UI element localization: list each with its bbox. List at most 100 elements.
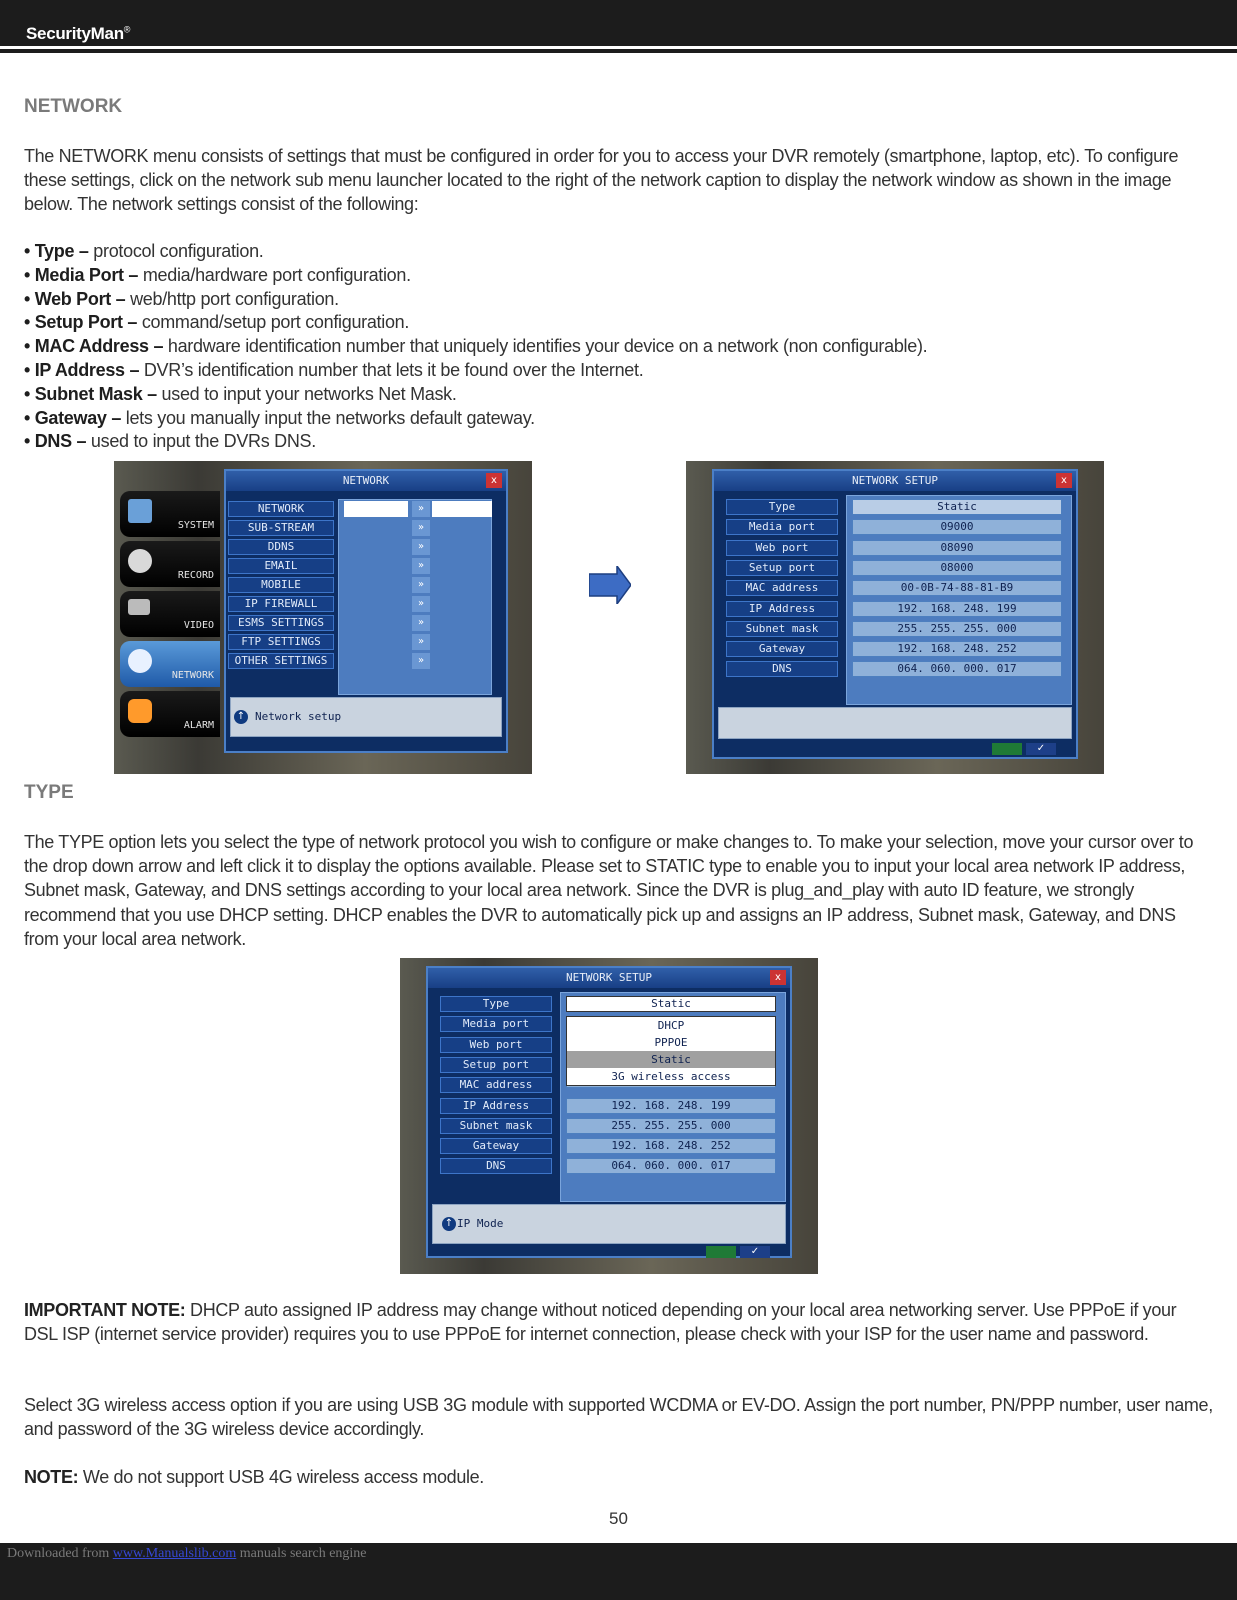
submenu-launcher-icon[interactable]: » <box>412 634 430 650</box>
highlight-cell <box>432 501 492 517</box>
field-label: IP Address <box>440 1097 552 1114</box>
type-option[interactable]: Static <box>567 1051 775 1068</box>
submenu-launcher-icon[interactable]: » <box>412 539 430 555</box>
menu-item[interactable]: IP FIREWALL <box>228 596 334 612</box>
field-value[interactable]: 192. 168. 248. 252 <box>566 1138 776 1155</box>
field-label: Gateway <box>726 641 838 658</box>
field-label: Media port <box>440 1016 552 1033</box>
settings-list-item: • Type – protocol configuration. <box>24 241 264 261</box>
settings-list-item: • DNS – used to input the DVRs DNS. <box>24 431 316 452</box>
menu-item[interactable]: OTHER SETTINGS <box>228 653 334 669</box>
info-icon: ↑ <box>442 1217 456 1231</box>
field-value[interactable]: 064. 060. 000. 017 <box>852 661 1062 678</box>
field-label: DNS <box>726 661 838 678</box>
footer-source: Downloaded from www.Manualslib.com manua… <box>7 1546 367 1561</box>
settings-list-item: • MAC Address – hardware identification … <box>24 336 928 357</box>
field-value[interactable]: 192. 168. 248. 252 <box>852 641 1062 658</box>
ok-button[interactable]: ✓ <box>740 1246 770 1258</box>
field-value[interactable]: 255. 255. 255. 000 <box>566 1117 776 1134</box>
type-option[interactable]: DHCP <box>657 1019 685 1032</box>
settings-list-item: • Media Port – media/hardware port confi… <box>24 264 411 285</box>
submenu-launcher-icon[interactable]: » <box>412 558 430 574</box>
wireless-note: Select 3G wireless access option if you … <box>24 1395 1213 1440</box>
field-value[interactable]: 09000 <box>852 519 1062 536</box>
page-number: 50 <box>609 1509 628 1528</box>
field-value[interactable]: 255. 255. 255. 000 <box>852 620 1062 637</box>
type-dropdown-list[interactable]: DHCP PPPOE Static 3G wireless access <box>566 1016 776 1086</box>
field-value[interactable]: 08000 <box>852 559 1062 576</box>
type-select[interactable]: Static <box>566 996 776 1012</box>
dialog-title: NETWORK SETUP <box>428 968 790 988</box>
type-description: The TYPE option lets you select the type… <box>24 832 1194 949</box>
status-bar <box>718 707 1072 739</box>
field-label: DNS <box>440 1158 552 1175</box>
settings-list-item: • Subnet Mask – used to input your netwo… <box>24 383 457 404</box>
settings-list-item: • Gateway – lets you manually input the … <box>24 407 535 428</box>
menu-item[interactable]: NETWORK <box>228 501 334 517</box>
field-label: Web port <box>440 1036 552 1053</box>
menu-item[interactable]: SUB-STREAM <box>228 520 334 536</box>
close-icon[interactable]: x <box>770 970 786 985</box>
menu-item[interactable]: ESMS SETTINGS <box>228 615 334 631</box>
network-menu-screenshot: SYSTEM RECORD VIDEO NETWORK ALARM NETWOR… <box>114 461 532 774</box>
side-system: SYSTEM <box>120 491 220 537</box>
menu-item[interactable]: FTP SETTINGS <box>228 634 334 650</box>
highlight-cell <box>344 501 408 517</box>
usb-4g-note: NOTE: We do not support USB 4G wireless … <box>24 1467 484 1487</box>
type-option[interactable]: 3G wireless access <box>611 1070 731 1083</box>
ok-button[interactable]: ✓ <box>1026 743 1056 755</box>
submenu-launcher-icon[interactable]: » <box>412 653 430 669</box>
submenu-launcher-icon[interactable]: » <box>412 577 430 593</box>
field-label: Web port <box>726 539 838 556</box>
brand-logo: SecurityMan® <box>26 24 131 43</box>
field-value[interactable]: 192. 168. 248. 199 <box>566 1097 776 1114</box>
type-option[interactable]: PPPOE <box>654 1036 688 1049</box>
field-value: 00-0B-74-88-81-B9 <box>852 580 1062 597</box>
status-bar: IP Mode <box>432 1204 786 1244</box>
network-settings-list: • Type – protocol configuration. • Media … <box>24 240 1214 454</box>
field-label: Type <box>726 499 838 515</box>
field-label: Setup port <box>726 559 838 576</box>
field-value[interactable]: 08090 <box>852 539 1062 556</box>
field-label: Subnet mask <box>726 620 838 637</box>
menu-item[interactable]: DDNS <box>228 539 334 555</box>
field-label: Subnet mask <box>440 1117 552 1134</box>
menu-item[interactable]: EMAIL <box>228 558 334 574</box>
header-bar <box>0 0 1237 46</box>
manualslib-link[interactable]: www.Manualslib.com <box>112 1546 237 1561</box>
back-button[interactable] <box>706 1246 736 1258</box>
close-icon[interactable]: x <box>1056 473 1072 488</box>
field-label: Media port <box>726 519 838 536</box>
dialog-title: NETWORK <box>226 471 506 491</box>
field-label: MAC address <box>440 1077 552 1094</box>
close-icon[interactable]: x <box>486 473 502 488</box>
field-value[interactable]: 064. 060. 000. 017 <box>566 1158 776 1175</box>
field-label: Setup port <box>440 1056 552 1073</box>
side-video: VIDEO <box>120 591 220 637</box>
settings-list-item: • Setup Port – command/setup port config… <box>24 312 410 333</box>
field-label: MAC address <box>726 580 838 597</box>
side-alarm: ALARM <box>120 691 220 737</box>
field-value[interactable]: 192. 168. 248. 199 <box>852 600 1062 617</box>
submenu-launcher-icon[interactable]: » <box>412 615 430 631</box>
submenu-launcher-icon[interactable]: » <box>412 520 430 536</box>
arrow-right-icon <box>589 566 631 604</box>
network-dialog: NETWORK x NETWORK » SUB-STREAM » DDNS » EMAIL »… <box>224 469 508 753</box>
important-note: IMPORTANT NOTE: DHCP auto assigned IP ad… <box>24 1300 1177 1345</box>
info-icon: ↑ <box>234 710 248 724</box>
footer-bar <box>0 1543 1237 1600</box>
section-heading-network: NETWORK <box>24 96 123 117</box>
dialog-title: NETWORK SETUP <box>714 471 1076 491</box>
field-label: IP Address <box>726 600 838 617</box>
submenu-launcher-icon[interactable]: » <box>412 596 430 612</box>
settings-list-item: • Web Port – web/http port configuration… <box>24 288 339 309</box>
type-select[interactable]: Static <box>852 499 1062 515</box>
submenu-launcher-icon[interactable]: » <box>412 501 430 517</box>
back-button[interactable] <box>992 743 1022 755</box>
menu-item[interactable]: MOBILE <box>228 577 334 593</box>
header-rule <box>0 49 1237 53</box>
